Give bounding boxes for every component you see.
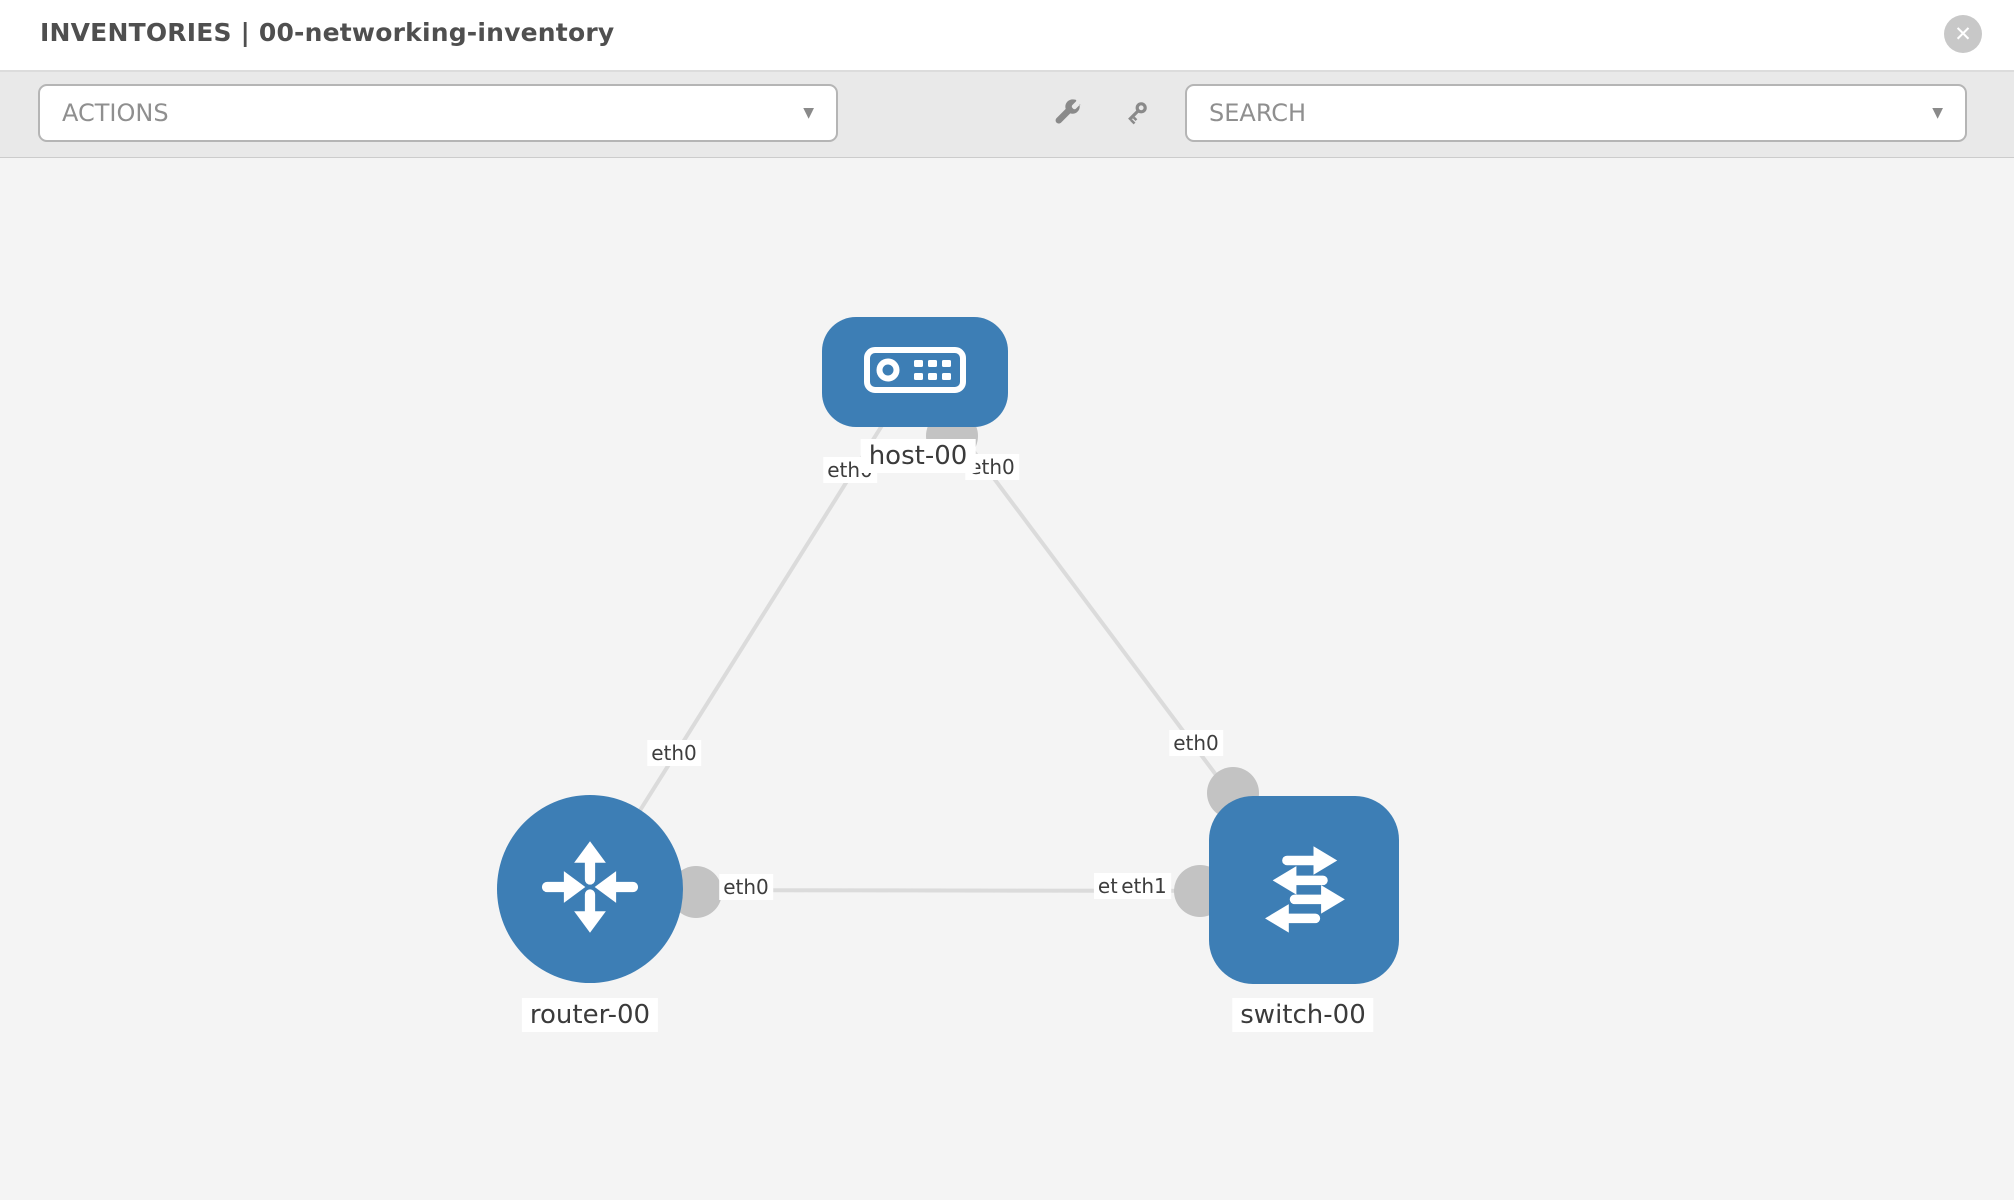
port-label-router-right: eth0 [719, 874, 773, 900]
page-title: INVENTORIES | 00-networking-inventory [40, 18, 615, 47]
key-button[interactable] [1116, 94, 1156, 134]
links-layer [588, 371, 1305, 918]
chevron-down-icon: ▼ [1932, 105, 1943, 121]
node-switch-00[interactable] [1209, 796, 1399, 984]
search-dropdown[interactable]: SEARCH ▼ [1185, 84, 1967, 142]
key-icon [1120, 97, 1152, 132]
switch-icon [1247, 831, 1361, 949]
port-dot-router [670, 866, 722, 918]
search-label: SEARCH [1209, 99, 1307, 127]
actions-dropdown[interactable]: ACTIONS ▼ [38, 84, 838, 142]
wrench-button[interactable] [1048, 94, 1088, 134]
node-label-router: router-00 [521, 998, 659, 1032]
node-label-switch: switch-00 [1232, 998, 1374, 1032]
topology-canvas[interactable]: host-00 router-00 switch-00 eth0 eth0 et… [0, 158, 2014, 1200]
page-header: INVENTORIES | 00-networking-inventory ✕ [0, 0, 2014, 72]
wrench-icon [1052, 97, 1084, 132]
router-icon [534, 831, 646, 947]
port-label-router-uplink: eth0 [647, 740, 701, 766]
port-label-switch-uplink: eth0 [1169, 730, 1223, 756]
toolbar: ACTIONS ▼ SEARCH ▼ [0, 72, 2014, 158]
close-button[interactable]: ✕ [1944, 15, 1982, 53]
node-host-00[interactable] [822, 317, 1008, 427]
node-label-host: host-00 [860, 439, 976, 473]
port-label-switch-left: eth1 [1117, 873, 1171, 899]
host-icon [863, 346, 967, 398]
chevron-down-icon: ▼ [803, 105, 814, 121]
actions-label: ACTIONS [62, 99, 169, 127]
node-router-00[interactable] [497, 795, 683, 983]
close-icon: ✕ [1954, 21, 1972, 46]
